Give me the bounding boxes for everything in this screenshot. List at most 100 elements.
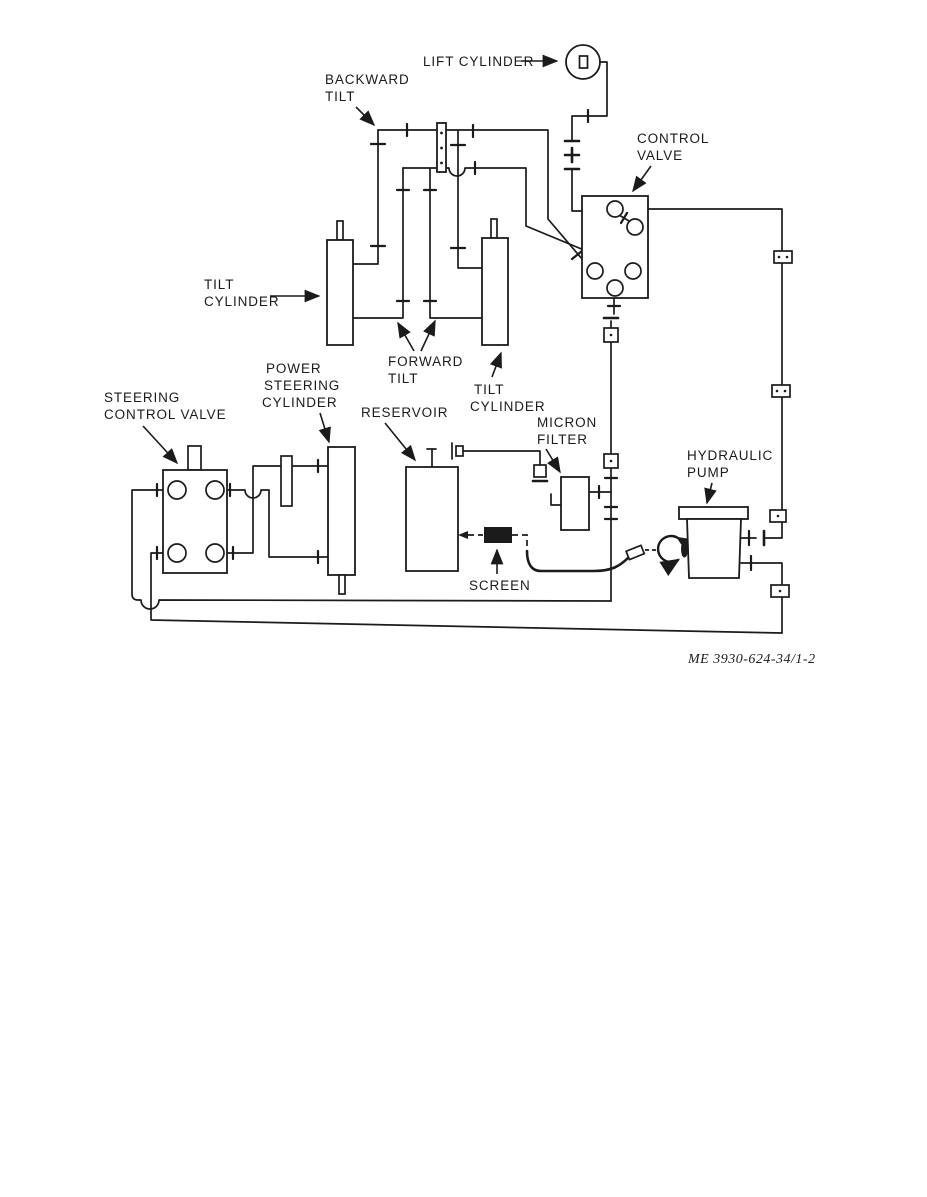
- label-control-valve-2: VALVE: [637, 148, 683, 163]
- leader-steering-control-valve: [142, 425, 179, 465]
- suction-hose: [525, 549, 631, 573]
- left-cylinder-bottom-line: [352, 167, 404, 319]
- pressure-line-right: [622, 208, 783, 539]
- label-steering-control-valve-2: CONTROL VALVE: [104, 407, 226, 422]
- leader-reservoir: [384, 422, 417, 462]
- divider-dot: [440, 146, 443, 150]
- valve-port: [624, 262, 642, 280]
- cylinder-body: [326, 239, 354, 346]
- steering-line-upper-port: [223, 489, 329, 558]
- fitting-ticks: [231, 458, 320, 561]
- valve-stem: [187, 445, 202, 471]
- fitting-ticks: [422, 188, 438, 303]
- labels: LIFT CYLINDER BACKWARD TILT CONTROL VALV…: [104, 54, 816, 667]
- label-tilt-cylinder-right-1: TILT: [474, 382, 504, 397]
- line-fitting: [771, 384, 791, 398]
- label-power-steering-cylinder-2: STEERING: [264, 378, 340, 393]
- valve-port: [586, 262, 604, 280]
- rotation-arrow: [656, 534, 697, 577]
- label-hydraulic-pump-1: HYDRAULIC: [687, 448, 773, 463]
- cylinder-body: [481, 237, 509, 346]
- label-lift-cylinder: LIFT CYLINDER: [423, 54, 534, 69]
- fitting-dot: [609, 459, 613, 463]
- micron-filter-symbol: [560, 476, 590, 531]
- elbow-mark: [550, 493, 563, 506]
- valve-port: [167, 480, 187, 500]
- pump-flange: [678, 506, 749, 520]
- capped-fitting: [533, 464, 547, 478]
- fitting-dot: [785, 255, 789, 259]
- leader-power-steering-cylinder: [318, 412, 331, 444]
- lift-cylinder-symbol: [565, 44, 601, 80]
- leader-backward-tilt: [355, 106, 376, 127]
- pump-shaft: [681, 540, 688, 558]
- fitting-ticks: [228, 482, 320, 565]
- pump-body: [686, 518, 742, 579]
- screen-symbol: [484, 527, 512, 543]
- filter-body: [560, 476, 590, 531]
- suction-dash: [512, 534, 528, 551]
- fitting-dot: [777, 255, 781, 259]
- cylinder-body: [327, 446, 356, 576]
- flow-divider-symbol: [436, 122, 447, 173]
- disconnect-plus: [563, 146, 581, 164]
- reservoir-bolt: [455, 445, 464, 457]
- divider-dot: [440, 131, 443, 135]
- divider-dot: [440, 161, 443, 165]
- leader-control-valve: [632, 165, 652, 193]
- leader-arrows: [142, 54, 717, 574]
- leader-tilt-cylinder-right: [489, 351, 502, 378]
- label-forward-tilt-2: TILT: [388, 371, 418, 386]
- reservoir-vent: [426, 448, 437, 468]
- supply-bottom-line: [150, 552, 783, 634]
- piston-rod: [338, 574, 346, 595]
- fitting-tick: [570, 249, 584, 261]
- reservoir-return-line: [462, 450, 541, 466]
- leader-forward-tilt-right: [420, 319, 436, 352]
- fitting-ticks: [449, 143, 467, 250]
- right-cylinder-bottom-line: [429, 167, 483, 319]
- label-forward-tilt-1: FORWARD: [388, 354, 463, 369]
- label-power-steering-cylinder-3: CYLINDER: [262, 395, 337, 410]
- figure-number-caption: ME 3930-624-34/1-2: [687, 652, 816, 667]
- label-hydraulic-pump-2: PUMP: [687, 465, 730, 480]
- valve-port: [167, 543, 187, 563]
- return-bottom-line: [131, 489, 612, 610]
- label-reservoir: RESERVOIR: [361, 405, 448, 420]
- steering-control-valve-symbol: [162, 445, 228, 574]
- hydraulic-pump-symbol: [656, 506, 749, 579]
- valve-port: [606, 200, 624, 218]
- fitting-dot: [609, 333, 613, 337]
- hose-fitting: [624, 544, 646, 561]
- rod-anchor: [280, 455, 293, 507]
- fitting-dot: [783, 389, 787, 393]
- valve-port: [606, 279, 624, 297]
- left-cylinder-top-line: [352, 129, 379, 265]
- fitting-dot: [775, 389, 779, 393]
- reservoir-symbol: [405, 466, 459, 572]
- fitting-tick: [619, 211, 629, 225]
- reservoir-body: [405, 466, 459, 572]
- label-tilt-cylinder-left-1: TILT: [204, 277, 234, 292]
- label-backward-tilt-1: BACKWARD: [325, 72, 410, 87]
- valve-port: [205, 543, 225, 563]
- fitting-ticks: [395, 188, 411, 303]
- label-control-valve-1: CONTROL: [637, 131, 709, 146]
- piping-lines: [131, 61, 783, 634]
- fitting-ticks: [603, 476, 619, 521]
- label-backward-tilt-2: TILT: [325, 89, 355, 104]
- valve-port: [626, 218, 644, 236]
- fitting-dot: [778, 589, 782, 593]
- control-valve-symbol: [581, 195, 649, 299]
- line-fitting: [773, 250, 793, 264]
- leader-forward-tilt-left: [397, 321, 415, 352]
- suction-arrowhead: [458, 531, 468, 539]
- label-power-steering-cylinder-1: POWER: [266, 361, 322, 376]
- leader-hydraulic-pump: [704, 482, 717, 505]
- screen-element: [484, 527, 512, 543]
- tilt-cylinder-right-symbol: [481, 218, 509, 346]
- power-steering-cylinder-symbol: [280, 446, 356, 595]
- fitting-dot: [776, 514, 780, 518]
